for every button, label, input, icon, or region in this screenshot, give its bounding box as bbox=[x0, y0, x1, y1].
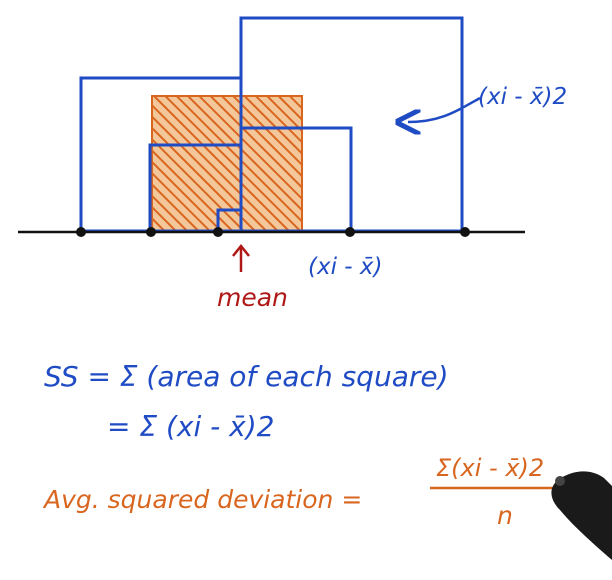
avg-deviation-numerator: Σ(xi - x̄)2 bbox=[436, 454, 544, 482]
data-points bbox=[76, 227, 470, 237]
data-point bbox=[76, 227, 86, 237]
pen-icon bbox=[551, 471, 612, 560]
data-point bbox=[345, 227, 355, 237]
axis-annotation: (xi - x̄) bbox=[308, 254, 382, 280]
data-point bbox=[213, 227, 223, 237]
curved-arrow-icon bbox=[408, 96, 481, 122]
ss-formula-line2: = Σ (xi - x̄)2 bbox=[107, 410, 274, 443]
data-point bbox=[146, 227, 156, 237]
mean-label: mean bbox=[217, 283, 288, 312]
pen-tip-icon bbox=[555, 476, 565, 486]
avg-deviation-denominator: n bbox=[497, 501, 513, 530]
mean-arrow-icon bbox=[232, 243, 250, 272]
avg-deviation-label: Avg. squared deviation = bbox=[42, 485, 362, 514]
square-annotation: (xi - x̄)2 bbox=[478, 84, 567, 110]
ss-formula-line1: SS = Σ (area of each square) bbox=[44, 360, 449, 393]
data-point bbox=[460, 227, 470, 237]
